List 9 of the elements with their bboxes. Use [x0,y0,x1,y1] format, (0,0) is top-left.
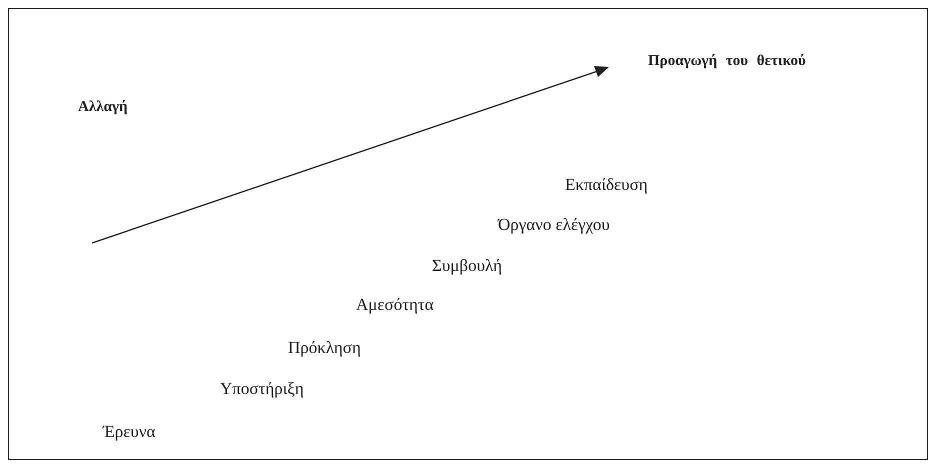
step-label: Έρευνα [103,423,156,440]
step-label: Συμβουλή [432,257,502,274]
step-label: Αμεσότητα [356,296,434,313]
step-label: Υποστήριξη [220,380,304,397]
step-label: Πρόκληση [288,339,361,356]
heading-text: Αλλαγή [78,100,128,115]
step-label: Όργανο ελέγχου [498,216,610,233]
heading-text: Προαγωγή του θετικού [648,54,806,69]
step-label: Εκπαίδευση [565,176,648,193]
